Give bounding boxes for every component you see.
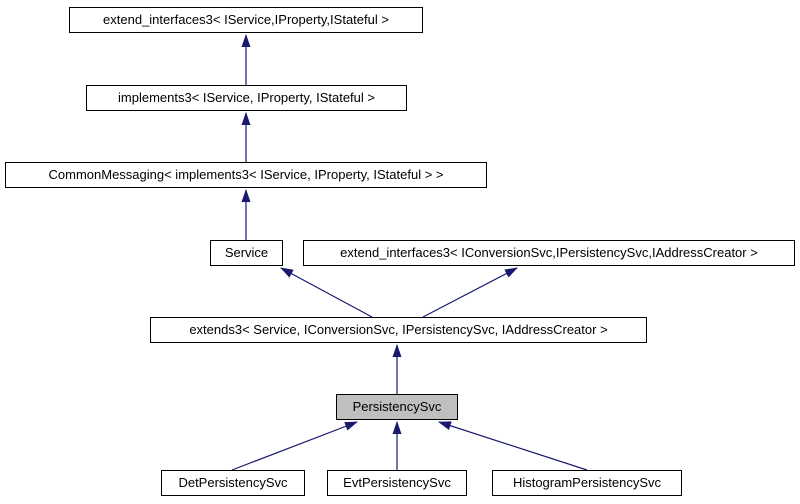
node-extends3[interactable]: extends3< Service, IConversionSvc, IPers… [150, 317, 647, 343]
node-extend-interfaces3-iservice[interactable]: extend_interfaces3< IService,IProperty,I… [69, 7, 423, 33]
edge-histogrampersistencysvc-to-persistencysvc [438, 421, 588, 471]
node-extend-interfaces3-iconversionsvc[interactable]: extend_interfaces3< IConversionSvc,IPers… [303, 240, 795, 266]
node-persistencysvc: PersistencySvc [336, 394, 458, 420]
node-service[interactable]: Service [210, 240, 283, 266]
node-evtpersistencysvc[interactable]: EvtPersistencySvc [327, 470, 467, 496]
edge-detpersistencysvc-to-persistencysvc [231, 421, 358, 471]
node-commonmessaging[interactable]: CommonMessaging< implements3< IService, … [5, 162, 487, 188]
node-detpersistencysvc[interactable]: DetPersistencySvc [161, 470, 305, 496]
edge-extends3-to-extend-interfaces3b [422, 267, 518, 318]
node-implements3[interactable]: implements3< IService, IProperty, IState… [86, 85, 407, 111]
node-histogrampersistencysvc[interactable]: HistogramPersistencySvc [492, 470, 682, 496]
edge-extends3-to-service [280, 267, 373, 318]
